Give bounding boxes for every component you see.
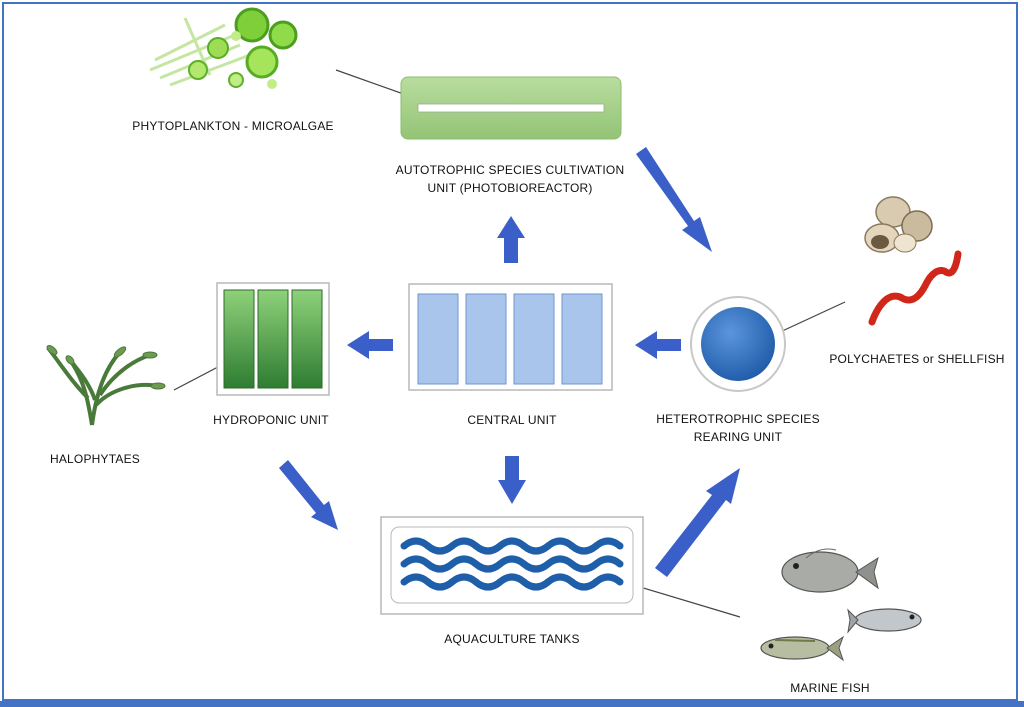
shellfish-illustration	[864, 196, 933, 253]
flow-arrows	[279, 147, 740, 577]
central-unit-label: CENTRAL UNIT	[467, 413, 557, 427]
halophyte-illustration	[46, 345, 166, 426]
hydroponic-unit-label: HYDROPONIC UNIT	[213, 413, 329, 427]
sea-bass-fish	[847, 608, 922, 634]
marine-fish-label: MARINE FISH	[790, 681, 870, 695]
bottom-border-bar	[0, 701, 1024, 707]
mackerel-fish	[760, 635, 845, 662]
arrow-central-to-hydroponic	[347, 331, 393, 359]
aquaculture-tanks	[380, 516, 644, 615]
heterotrophic-rearing-unit	[690, 296, 786, 392]
photobioreactor	[400, 76, 622, 140]
arrow-aquaculture-to-heterotrophic	[655, 468, 740, 577]
arrow-hydroponic-to-aquaculture	[279, 460, 338, 530]
microalgae-illustration	[149, 7, 298, 89]
halophytaes-label: HALOPHYTAES	[49, 452, 141, 466]
arrow-central-to-aquaculture	[498, 456, 526, 504]
central-unit	[408, 283, 613, 391]
phytoplankton-label: PHYTOPLANKTON - MICROALGAE	[132, 119, 334, 133]
sea-bream-fish	[781, 548, 879, 593]
arrow-photobioreactor-to-heterotrophic	[636, 147, 712, 252]
marine-fish-illustration	[760, 548, 922, 662]
aquaculture-tanks-label: AQUACULTURE TANKS	[444, 632, 580, 646]
polychaetes-label: POLYCHAETES or SHELLFISH	[829, 352, 1005, 366]
autotrophic-label-line2: UNIT (PHOTOBIOREACTOR)	[427, 181, 593, 195]
heterotrophic-label-line1: HETEROTROPHIC SPECIES	[656, 412, 820, 426]
heterotrophic-label-line2: REARING UNIT	[693, 430, 783, 444]
arrow-central-to-photobioreactor	[497, 216, 525, 263]
polychaete-worm	[868, 250, 962, 326]
hydroponic-unit	[216, 282, 330, 396]
autotrophic-label-line1: AUTOTROPHIC SPECIES CULTIVATION	[395, 163, 625, 177]
arrow-heterotrophic-to-central	[635, 331, 681, 359]
